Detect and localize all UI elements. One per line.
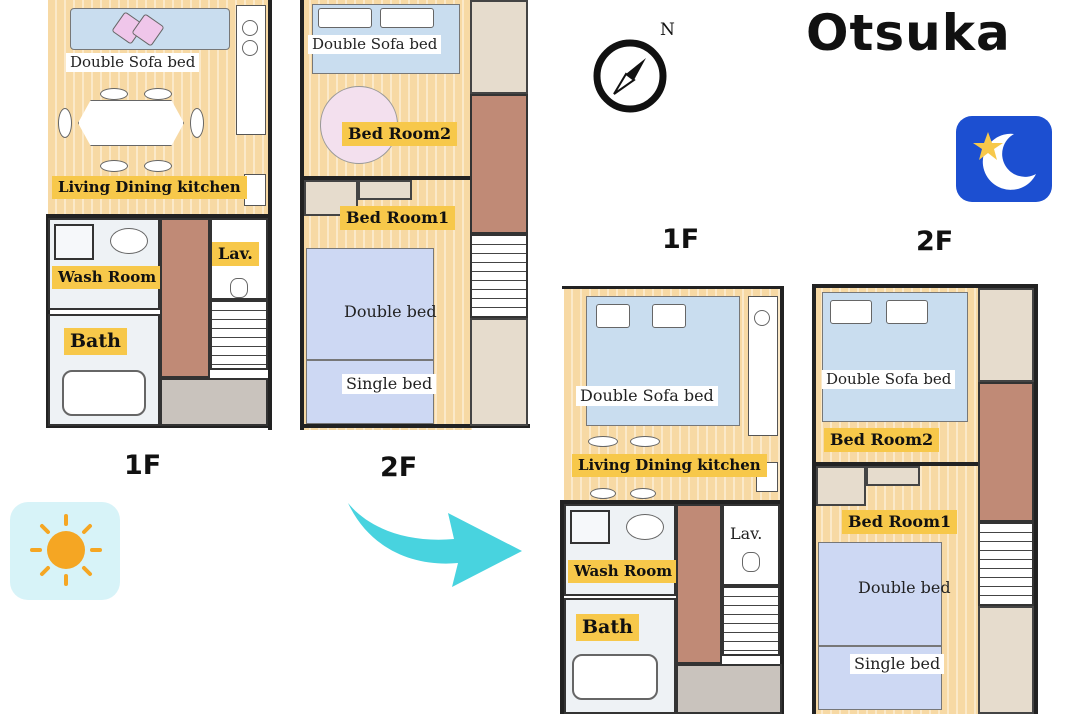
- label-f2-double-sofa-bed: Double Sofa bed: [308, 35, 442, 54]
- stairs: [722, 586, 780, 656]
- bathtub: [572, 654, 658, 700]
- label-bed-room2: Bed Room2: [342, 122, 458, 146]
- label-bath: Bath: [64, 328, 127, 355]
- wall: [268, 0, 272, 430]
- closet: [816, 466, 866, 506]
- toilet-icon: [742, 552, 760, 572]
- chair: [100, 160, 128, 172]
- compass-icon: [590, 22, 680, 114]
- label-bath: Bath: [576, 614, 639, 641]
- wall: [46, 214, 272, 218]
- night-floor2-label: 2F: [916, 226, 954, 257]
- chair: [144, 88, 172, 100]
- bathtub: [62, 370, 146, 416]
- day-floor2-label: 2F: [380, 452, 418, 483]
- curved-arrow-icon: [340, 495, 530, 610]
- stairs: [210, 300, 268, 370]
- closet: [470, 318, 528, 426]
- label-double-bed: Double bed: [858, 578, 951, 597]
- entrance: [676, 664, 782, 714]
- label-bed-room2: Bed Room2: [824, 428, 940, 452]
- label-double-sofa-bed: Double Sofa bed: [576, 386, 718, 406]
- chair: [630, 488, 656, 499]
- label-single-bed: Single bed: [342, 374, 437, 394]
- double-bed: [306, 248, 434, 360]
- wall: [560, 500, 564, 714]
- sink-icon: [626, 514, 664, 540]
- washing-machine: [570, 510, 610, 544]
- chair: [58, 108, 72, 138]
- toilet-icon: [230, 278, 248, 298]
- stairs: [978, 522, 1034, 606]
- wall: [1034, 284, 1038, 714]
- pillow: [380, 8, 434, 28]
- label-living-dining-kitchen: Living Dining kitchen: [572, 454, 767, 477]
- wall: [300, 424, 530, 428]
- stove-icon: [242, 40, 258, 56]
- stairs: [470, 234, 528, 318]
- label-lav: Lav.: [726, 524, 767, 544]
- closet: [866, 466, 920, 486]
- wall: [814, 462, 980, 466]
- pillow: [830, 300, 872, 324]
- pillow: [596, 304, 630, 328]
- chair: [100, 88, 128, 100]
- wall: [46, 424, 272, 428]
- washing-machine: [54, 224, 94, 260]
- stove-icon: [754, 310, 770, 326]
- hallway: [978, 382, 1034, 522]
- wall: [780, 286, 784, 714]
- fridge: [244, 174, 266, 206]
- day-floor1-label: 1F: [124, 450, 162, 481]
- sink-icon: [110, 228, 148, 254]
- label-double-sofa-bed: Double Sofa bed: [66, 53, 200, 72]
- entrance: [160, 378, 268, 426]
- wall: [302, 176, 472, 180]
- wall: [562, 286, 784, 289]
- wall: [812, 284, 816, 714]
- dining-table: [78, 100, 184, 146]
- label-bed-room1: Bed Room1: [842, 510, 958, 534]
- hallway: [676, 504, 722, 664]
- closet: [470, 0, 528, 94]
- closet: [978, 288, 1034, 382]
- label-single-bed: Single bed: [850, 654, 945, 674]
- closet: [978, 606, 1034, 714]
- chair: [588, 436, 618, 447]
- chair: [590, 488, 616, 499]
- wall: [812, 284, 1036, 288]
- hallway: [160, 218, 210, 378]
- pillow: [886, 300, 928, 324]
- hallway: [470, 94, 528, 234]
- label-wash-room: Wash Room: [52, 266, 163, 289]
- wall: [300, 0, 304, 430]
- label-lav: Lav.: [212, 242, 259, 266]
- label-bed-room1: Bed Room1: [340, 206, 456, 230]
- chair: [630, 436, 660, 447]
- wall: [562, 500, 784, 504]
- north-label: N: [660, 20, 675, 40]
- closet: [358, 180, 412, 200]
- night-floor1-label: 1F: [662, 224, 700, 255]
- label-f2-double-sofa-bed: Double Sofa bed: [822, 370, 956, 389]
- stove-icon: [242, 20, 258, 36]
- label-living-dining-kitchen: Living Dining kitchen: [52, 176, 247, 199]
- page-title: Otsuka: [806, 4, 1011, 62]
- double-bed: [818, 542, 942, 646]
- chair: [144, 160, 172, 172]
- pillow: [318, 8, 372, 28]
- sun-icon: [10, 502, 120, 600]
- label-double-bed: Double bed: [344, 302, 437, 321]
- chair: [190, 108, 204, 138]
- moon-star-icon: [956, 116, 1052, 202]
- lavatory: [722, 504, 780, 586]
- label-wash-room: Wash Room: [568, 560, 679, 583]
- pillow: [652, 304, 686, 328]
